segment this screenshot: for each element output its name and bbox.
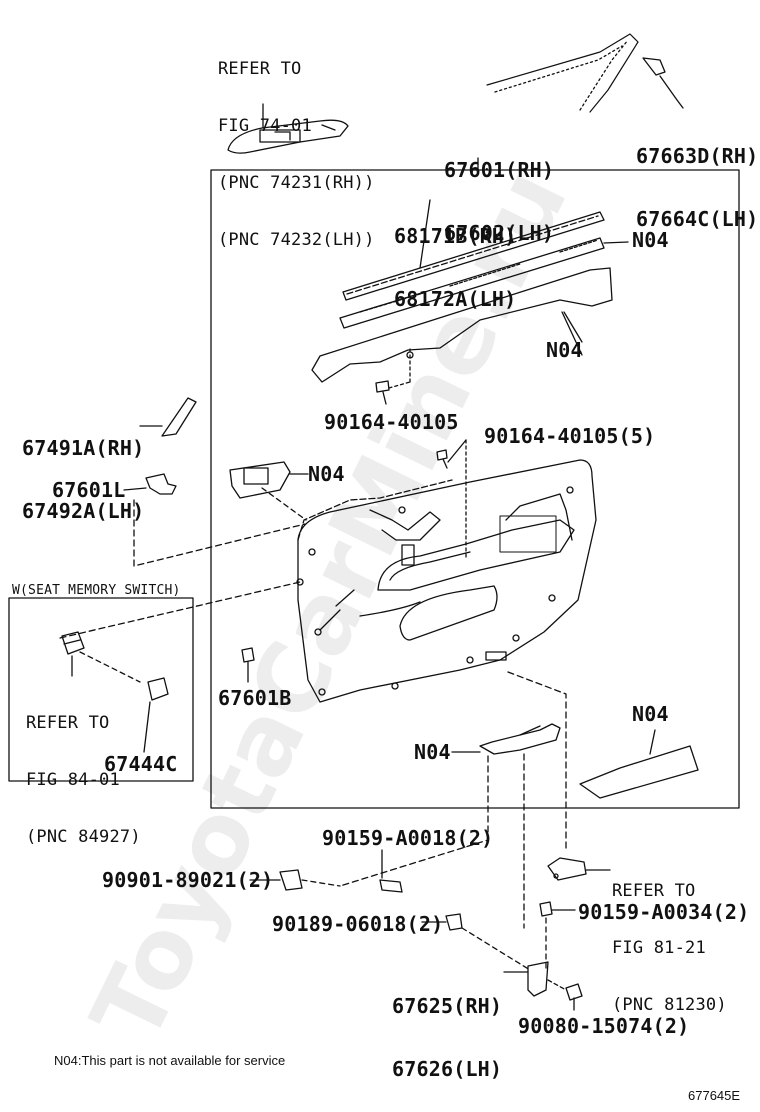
leader-n04-b	[563, 311, 583, 343]
lower-moulding-part	[339, 237, 629, 329]
nut-90189	[421, 913, 531, 971]
ref-line-3: (PNC 81230)	[612, 995, 727, 1015]
n04-handle-part	[339, 671, 567, 929]
label-ref-fig84: REFER TO FIG 84-01 (PNC 84927)	[26, 676, 141, 885]
label-67601l: 67601L	[52, 478, 126, 502]
part-line-2: 68172A(LH)	[394, 287, 517, 311]
ref-line-2: FIG 74-01	[218, 116, 312, 136]
ref-line-1: REFER TO	[218, 59, 302, 79]
seat-memory-switch-part	[61, 631, 169, 753]
part-line-2: 67664C(LH)	[636, 207, 759, 231]
part-line-1: 67491A(RH)	[22, 436, 145, 460]
label-n04-c: N04	[308, 462, 345, 486]
label-67601b: 67601B	[218, 686, 292, 710]
part-line-1: 68171B(RH)	[394, 224, 517, 248]
label-ref-fig74: REFER TO FIG 74-01 (PNC 74231(RH)) (PNC …	[218, 22, 375, 288]
part-line-2: 67626(LH)	[392, 1057, 503, 1081]
screw-90164-a	[375, 347, 411, 405]
ref-line-2: FIG 84-01	[26, 770, 120, 790]
part-line-1: 67601(RH)	[444, 158, 555, 182]
n04-bracket-part	[229, 461, 309, 521]
label-67663d: 67663D(RH) 67664C(LH)	[636, 104, 758, 272]
clip-90901	[249, 869, 341, 891]
label-67491a: 67491A(RH) 67492A(LH)	[22, 396, 144, 564]
window-switch-part	[227, 103, 349, 154]
label-90159-a0034: 90159-A0034(2)	[578, 900, 750, 924]
main-frame	[210, 169, 740, 809]
upper-moulding-part	[342, 199, 605, 301]
ref-line-1: REFER TO	[612, 881, 696, 901]
label-90080: 90080-15074(2)	[518, 1014, 690, 1038]
label-90164-b: 90164-40105(5)	[484, 424, 656, 448]
ref-line-3: (PNC 84927)	[26, 827, 141, 847]
leader-90164-b	[447, 439, 467, 463]
ref-line-1: REFER TO	[26, 713, 110, 733]
ref-line-2: FIG 81-21	[612, 938, 706, 958]
screw-90164-b	[436, 439, 467, 561]
label-68171b: 68171B(RH) 68172A(LH)	[394, 184, 516, 352]
screw-90159-a0018	[379, 849, 403, 893]
ref-line-3: (PNC 74231(RH))	[218, 173, 375, 193]
label-n04-a: N04	[632, 228, 669, 252]
bracket-67491a	[139, 397, 197, 437]
label-67444c: 67444C	[104, 752, 178, 776]
part-line-1: 67625(RH)	[392, 994, 503, 1018]
bolt-90080	[547, 979, 583, 1011]
n04-lower-panel-part	[579, 729, 699, 799]
label-90901: 90901-89021(2)	[102, 868, 274, 892]
figure-code: 677645E	[688, 1088, 741, 1103]
label-90189: 90189-06018(2)	[272, 912, 444, 936]
part-line-2: 67602(LH)	[444, 221, 555, 245]
label-90164-a: 90164-40105	[324, 410, 459, 434]
label-seat-memory: W(SEAT MEMORY SWITCH)	[12, 583, 181, 598]
ref-line-4: (PNC 74232(LH))	[218, 230, 375, 250]
clip-67601b	[241, 647, 255, 683]
bracket-67625	[503, 961, 549, 997]
switch-leader	[59, 581, 301, 639]
footnote: N04:This part is not available for servi…	[54, 1053, 286, 1068]
label-67601: 67601(RH) 67602(LH)	[444, 118, 554, 286]
label-n04-b: N04	[546, 338, 583, 362]
clip-67601l	[123, 473, 306, 567]
label-67625: 67625(RH) 67626(LH)	[392, 954, 502, 1112]
seat-memory-frame	[8, 597, 194, 782]
part-line-2: 67492A(LH)	[22, 499, 145, 523]
label-ref-fig81: REFER TO FIG 81-21 (PNC 81230)	[612, 844, 727, 1053]
label-n04-e: N04	[414, 740, 451, 764]
door-panel-part	[296, 459, 597, 703]
fig81-part	[547, 857, 611, 881]
screw-90159-a0034	[539, 901, 576, 969]
label-90159-a0018: 90159-A0018(2)	[322, 826, 494, 850]
glass-outline	[486, 33, 684, 113]
label-n04-d: N04	[632, 702, 669, 726]
part-line-1: 67663D(RH)	[636, 144, 759, 168]
